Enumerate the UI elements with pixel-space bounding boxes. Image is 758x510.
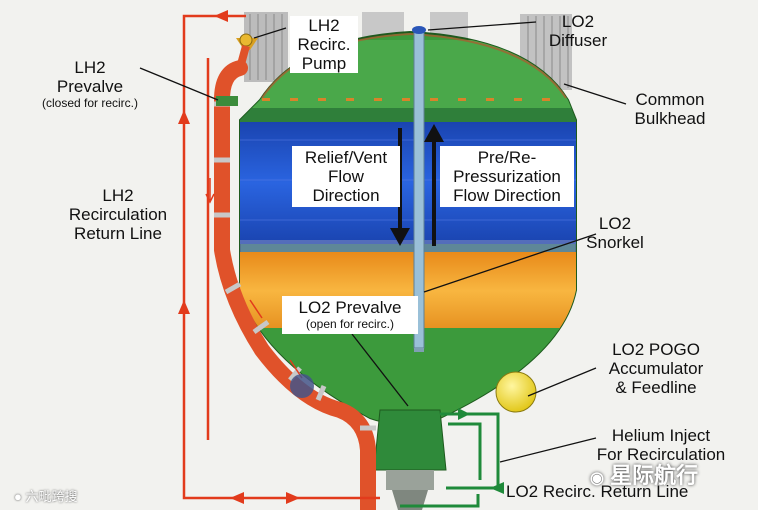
label-line: LO2 POGO xyxy=(612,340,700,359)
label-line: Pre/Re- xyxy=(477,148,537,167)
lh2-schematic-loop xyxy=(178,10,380,504)
label-line: Flow Direction xyxy=(453,186,561,205)
pogo-accumulator xyxy=(290,371,537,413)
label-line: LO2 Recirc. Return Line xyxy=(506,482,689,501)
label-line: Pressurization xyxy=(453,167,561,186)
label-line: LO2 xyxy=(561,12,595,31)
label-line: Diffuser xyxy=(548,31,608,50)
watermark-text: 星际航行 xyxy=(610,463,699,488)
leader-lines xyxy=(139,21,627,463)
label-line: Prevalve xyxy=(56,77,124,96)
label-line: Recirculation xyxy=(68,205,168,224)
label-line: Direction xyxy=(312,186,380,205)
watermark-right: ◉ 星际航行 xyxy=(590,458,698,490)
label-lh2-return-line: LH2 Recirculation Return Line xyxy=(56,186,180,243)
label-common-bulkhead: Common Bulkhead xyxy=(622,90,718,128)
label-line: Recirc. xyxy=(297,35,351,54)
label-lo2-diffuser: LO2 Diffuser xyxy=(540,12,616,50)
flow-arrows xyxy=(390,124,444,246)
label-lh2-recirc-pump: LH2 Recirc. Pump xyxy=(290,16,358,73)
label-lo2-pogo: LO2 POGO Accumulator & Feedline xyxy=(596,340,716,397)
watermark-icon: ● xyxy=(14,489,22,504)
label-line: LH2 xyxy=(74,58,106,77)
label-line: LH2 xyxy=(308,16,340,35)
label-line: Flow xyxy=(328,167,364,186)
lo2-snorkel-pipe xyxy=(412,26,426,352)
label-line: Common xyxy=(635,90,705,109)
label-line: For Recirculation xyxy=(596,445,726,464)
label-line: LH2 xyxy=(102,186,134,205)
label-line: & Feedline xyxy=(615,378,697,397)
label-lh2-prevalve: LH2 Prevalve (closed for recirc.) xyxy=(10,58,170,111)
label-note: (closed for recirc.) xyxy=(41,96,139,110)
label-line: Bulkhead xyxy=(634,109,706,128)
label-line: Relief/Vent xyxy=(304,148,388,167)
label-helium-inject: Helium Inject For Recirculation xyxy=(586,426,736,464)
watermark-left: ● 六毗跨搜 xyxy=(14,486,78,505)
label-lo2-prevalve: LO2 Prevalve (open for recirc.) xyxy=(282,296,418,334)
label-relief-vent: Relief/Vent Flow Direction xyxy=(292,146,400,207)
lh2-return-pipe xyxy=(214,33,376,510)
label-line: Snorkel xyxy=(586,233,644,252)
label-note: (open for recirc.) xyxy=(305,317,395,331)
wechat-icon: ◉ xyxy=(590,470,604,487)
label-lo2-snorkel: LO2 Snorkel xyxy=(580,214,650,252)
label-line: Accumulator xyxy=(608,359,704,378)
label-pre-repress: Pre/Re- Pressurization Flow Direction xyxy=(440,146,574,207)
label-line: LO2 xyxy=(598,214,632,233)
label-lo2-return-line: LO2 Recirc. Return Line xyxy=(506,482,726,501)
label-line: Helium Inject xyxy=(611,426,711,445)
label-line: Pump xyxy=(301,54,347,73)
lo2-recirc-return-lines xyxy=(400,408,504,508)
label-line: LO2 Prevalve xyxy=(298,298,402,317)
label-line: Return Line xyxy=(74,224,162,243)
watermark-text: 六毗跨搜 xyxy=(25,489,78,504)
